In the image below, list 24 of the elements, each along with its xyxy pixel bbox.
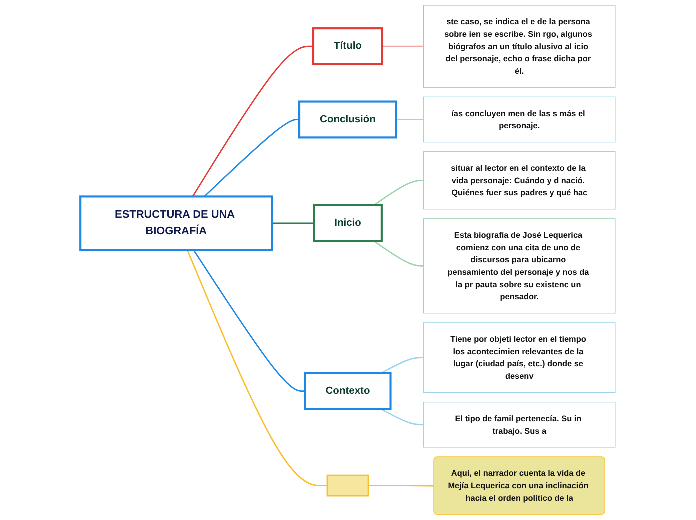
node-box: ste caso, se indica el e de la persona sobre ien se escribe. Sin rgo, algunos biógrafos an un título alusivo al icio del personaje, echo o frase dicha por él. (424, 5, 616, 88)
node-box: ías concluyen men de las s más el personaje. (424, 96, 616, 143)
connector (192, 46, 314, 198)
node-box: Esta biografía de José Lequerica comienz con una cita de uno de discursos para ubicarno pensamiento del personaje y nos da la pr pauta sobre su existenc un pensador. (424, 218, 616, 314)
connector (380, 357, 424, 374)
node-box: Conclusión (298, 100, 398, 139)
node-box: situar al lector en el contexto de la vida personaje: Cuándo y d nació. Quiénes fuer sus padres y qué hac (424, 152, 616, 210)
node-box: Tiene por objeti lector en el tiempo los acontecimien relevantes de la lugar (ciudad país, etc.) donde se desenv (424, 322, 616, 394)
connector (380, 408, 424, 426)
connector (382, 46, 424, 48)
connector (204, 119, 300, 198)
node-box: El tipo de famil pertenecía. Su in trabajo. Sus a (424, 402, 616, 448)
connector (374, 180, 424, 206)
node-box: Inicio (313, 204, 383, 242)
node-box: Contexto (304, 372, 392, 410)
connector (272, 222, 314, 224)
node-box (326, 474, 370, 497)
connector (374, 240, 424, 267)
node-box: ESTRUCTURA DE UNA BIOGRAFÍA (80, 196, 274, 252)
connector (186, 250, 328, 486)
node-box: Título (312, 28, 384, 66)
connector (193, 250, 306, 392)
connector (368, 485, 434, 487)
connector (396, 119, 424, 120)
